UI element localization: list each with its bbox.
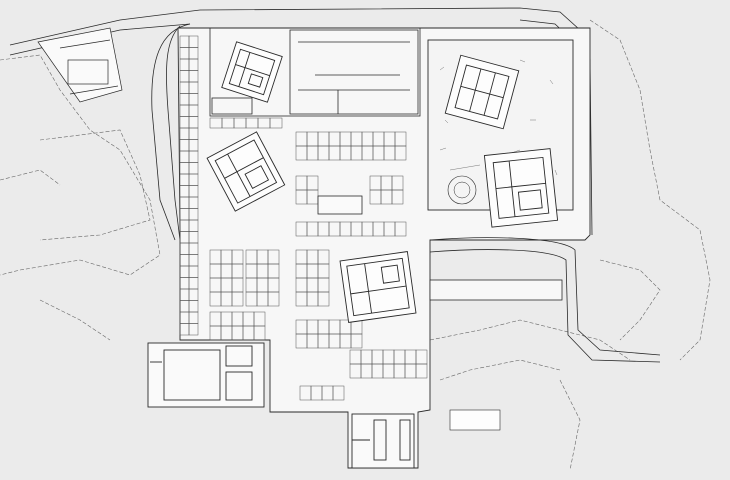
parking-bay [253, 325, 266, 341]
east-road [429, 237, 661, 363]
parking-bay [267, 291, 280, 307]
legend-note-box [449, 409, 501, 431]
pavilion-building-middle [206, 131, 286, 212]
top-courtyard-building [209, 27, 421, 117]
parking-bay [231, 291, 244, 307]
parking-bay [391, 189, 404, 205]
parking-bay [350, 333, 363, 349]
central-building [339, 251, 417, 323]
parking-bay [269, 117, 283, 129]
lower-left-building [147, 342, 265, 408]
parking-bay [332, 385, 345, 401]
courtyard-building-south [483, 148, 559, 228]
entry-ramp-block [37, 27, 123, 103]
central-ramp [317, 195, 363, 215]
south-entrance-block [351, 413, 415, 469]
pavilion-building-top [221, 41, 283, 103]
parking-bay [317, 291, 330, 307]
parking-grid [179, 35, 428, 401]
terrain-lines [0, 19, 711, 471]
parking-bay [394, 221, 407, 237]
courtyard-building-north [444, 54, 520, 130]
parking-bay [188, 323, 199, 336]
parking-bay [394, 145, 407, 161]
parking-bay [415, 363, 428, 379]
